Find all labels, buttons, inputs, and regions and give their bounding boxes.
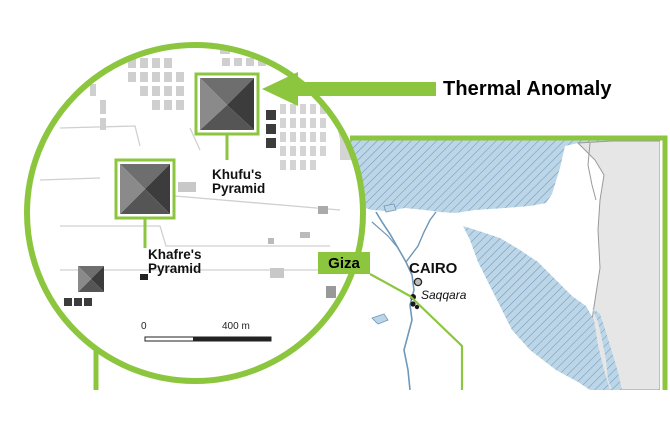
scale-end-label: 400 m bbox=[222, 321, 250, 332]
inset-circle bbox=[24, 42, 366, 384]
border-line bbox=[587, 142, 597, 201]
saqqara-label: Saqqara bbox=[421, 288, 467, 302]
nile-branch bbox=[405, 211, 437, 263]
khafre-label-name: Khafre's bbox=[148, 247, 202, 262]
regional-map bbox=[350, 136, 660, 390]
khafre-label-sub: Pyramid bbox=[148, 261, 202, 277]
scale-bar bbox=[144, 336, 272, 342]
khufu-pyramid bbox=[194, 72, 260, 160]
nile-river bbox=[375, 211, 415, 390]
thermal-anomaly-title: Thermal Anomaly bbox=[443, 78, 612, 100]
gulf-of-suez bbox=[463, 226, 610, 390]
khufu-label: Khufu's Pyramid bbox=[212, 167, 266, 197]
gulf-of-aqaba bbox=[592, 308, 622, 390]
menkaure-pyramid bbox=[64, 266, 104, 306]
scale-start-label: 0 bbox=[141, 321, 147, 332]
thermal-anomaly-arrow bbox=[262, 72, 436, 106]
map-frame bbox=[350, 135, 668, 390]
khufu-label-name: Khufu's bbox=[212, 167, 262, 182]
giza-label: Giza bbox=[318, 252, 370, 274]
giza-leader bbox=[369, 273, 464, 390]
inset-detail bbox=[27, 45, 363, 381]
cairo-label: CAIRO bbox=[409, 260, 458, 277]
khafre-label: Khafre's Pyramid bbox=[148, 247, 202, 277]
khufu-label-sub: Pyramid bbox=[212, 181, 266, 197]
cairo-marker bbox=[413, 277, 423, 287]
khafre-pyramid bbox=[114, 158, 176, 248]
giza-label-text: Giza bbox=[328, 254, 360, 272]
mediterranean-sea bbox=[350, 136, 660, 213]
